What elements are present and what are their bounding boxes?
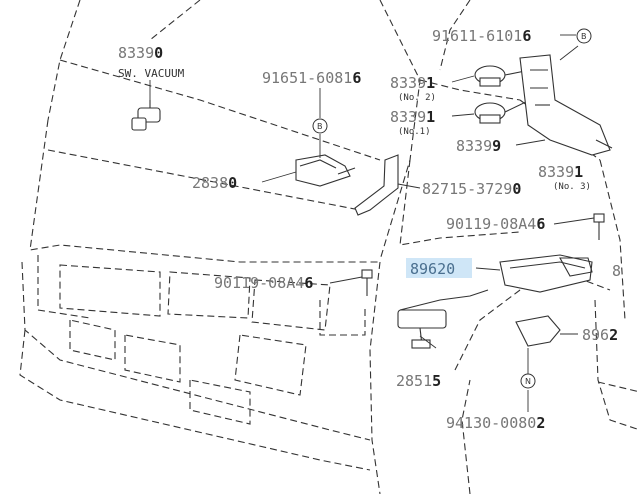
svg-text:89620: 89620 xyxy=(410,260,455,278)
part-label-90119-08a46-left[interactable]: 90119-08A46 xyxy=(214,274,313,292)
svg-text:83391: 83391 xyxy=(390,74,435,92)
part-label-82715-37290[interactable]: 82715-37290 xyxy=(422,180,521,198)
control-module-part xyxy=(499,254,593,293)
sensor-bracket-part xyxy=(515,315,561,347)
marker-n: N xyxy=(520,373,536,389)
part-label-8-cut[interactable]: 8 xyxy=(612,262,621,280)
marker-b-left: B xyxy=(312,118,328,134)
part-label-83390[interactable]: 83390 xyxy=(118,44,163,62)
part-note-no1: (No.1) xyxy=(398,127,431,137)
part-label-8962-cut[interactable]: 8962 xyxy=(582,326,618,344)
part-label-91611-61016[interactable]: 91611-61016 xyxy=(432,27,531,45)
svg-text:83399: 83399 xyxy=(456,137,501,155)
svg-text:91651-60816: 91651-60816 xyxy=(262,69,361,87)
valve-bracket-part xyxy=(519,54,613,156)
part-label-94130-00802[interactable]: 94130-00802 xyxy=(446,414,545,432)
label-highlight xyxy=(406,258,472,278)
leader-lines xyxy=(149,34,595,412)
marker-b-top: B xyxy=(576,28,592,44)
part-label-83391-no3[interactable]: 83391 xyxy=(538,163,583,181)
svg-text:82715-37290: 82715-37290 xyxy=(422,180,521,198)
svg-text:8: 8 xyxy=(612,262,621,280)
svg-text:83390: 83390 xyxy=(118,44,163,62)
svg-text:90119-08A46: 90119-08A46 xyxy=(446,215,545,233)
vacuum-switch-part xyxy=(131,100,161,131)
part-label-91651-60816[interactable]: 91651-60816 xyxy=(262,69,361,87)
relay-bracket-part xyxy=(295,154,356,187)
svg-text:B: B xyxy=(317,122,323,131)
svg-text:91611-61016: 91611-61016 xyxy=(432,27,531,45)
svg-text:28380: 28380 xyxy=(192,174,237,192)
svg-text:28515: 28515 xyxy=(396,372,441,390)
part-label-90119-08a46-right[interactable]: 90119-08A46 xyxy=(446,215,545,233)
part-label-83391-no1[interactable]: 83391 xyxy=(390,108,435,126)
part-label-28515[interactable]: 28515 xyxy=(396,372,441,390)
part-note-no2: (No. 2) xyxy=(398,93,436,103)
vacuum-valve-assembly xyxy=(474,65,531,124)
svg-text:8962: 8962 xyxy=(582,326,618,344)
svg-text:90119-08A46: 90119-08A46 xyxy=(214,274,313,292)
part-label-28380[interactable]: 28380 xyxy=(192,174,237,192)
part-label-83391-no2[interactable]: 83391 xyxy=(390,74,435,92)
part-note-no3: (No. 3) xyxy=(553,182,591,192)
svg-text:B: B xyxy=(581,32,587,41)
vehicle-body-outline xyxy=(19,0,640,494)
svg-text:94130-00802: 94130-00802 xyxy=(446,414,545,432)
part-note-sw-vacuum: SW. VACUUM xyxy=(118,67,185,80)
svg-text:N: N xyxy=(525,377,531,386)
mounting-bracket-part xyxy=(354,154,399,216)
svg-text:83391: 83391 xyxy=(538,163,583,181)
part-label-83399[interactable]: 83399 xyxy=(456,137,501,155)
svg-text:83391: 83391 xyxy=(390,108,435,126)
part-label-89620[interactable]: 89620 xyxy=(410,260,455,278)
sensor-harness-part xyxy=(397,289,489,349)
